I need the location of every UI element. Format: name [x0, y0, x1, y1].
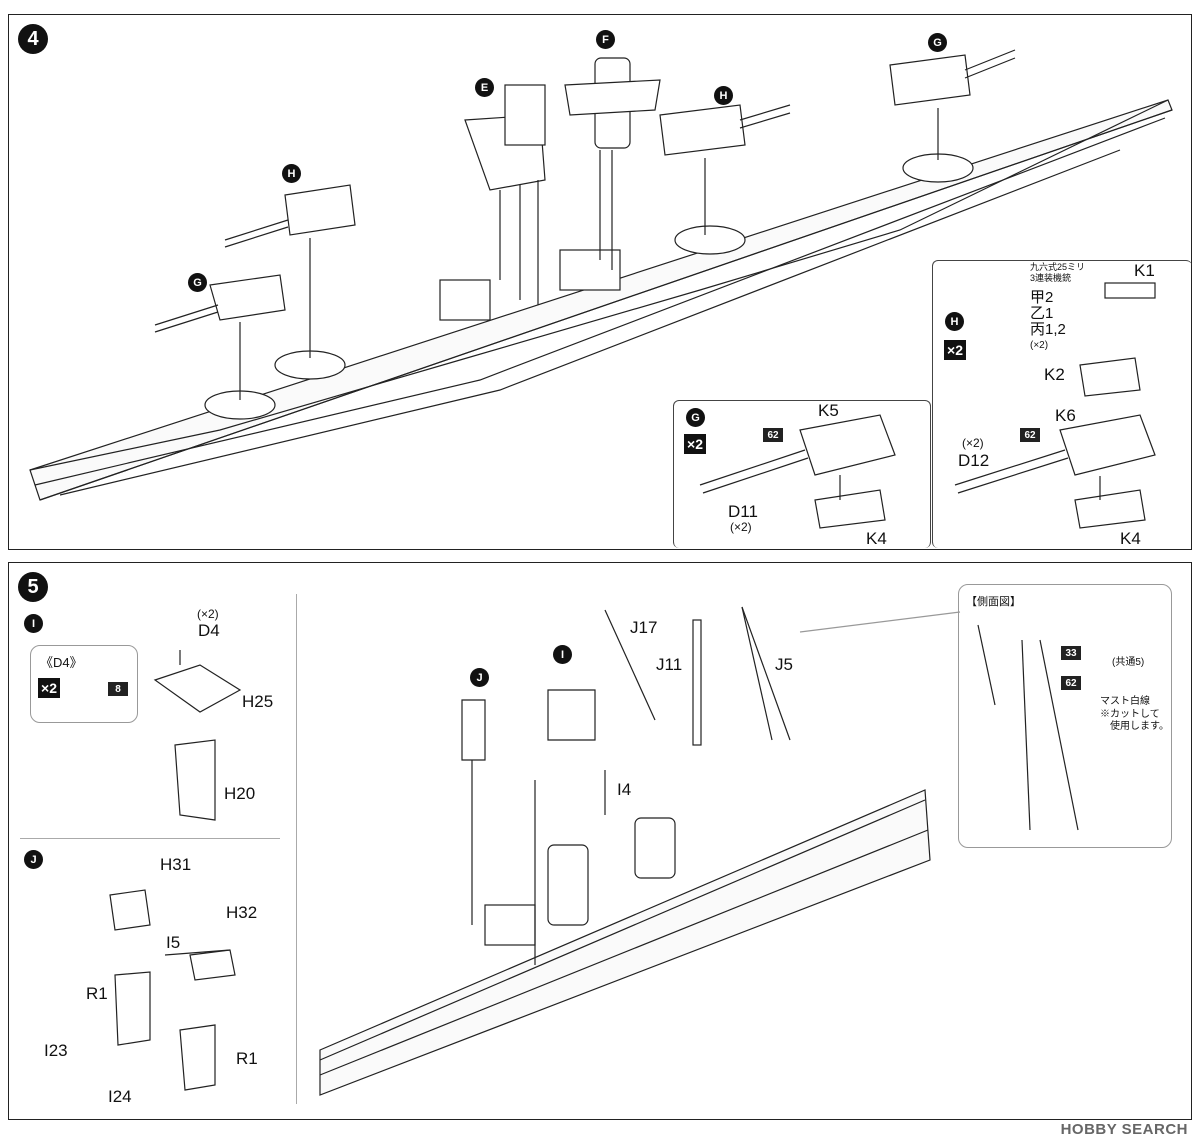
aa-gun-hei: 丙1,2	[1030, 321, 1066, 338]
detail-box-h	[932, 260, 1192, 548]
battleship-hull-step4	[29, 99, 1173, 501]
step5-divider-mid	[20, 838, 280, 839]
side-view-title: 【側面図】	[966, 596, 1021, 608]
aa-gun-qty: (×2)	[1030, 340, 1049, 351]
step-5-badge: 5	[18, 572, 48, 602]
paint-8: 8	[108, 682, 128, 696]
label-i23: I23	[44, 1041, 68, 1060]
battleship-hull-step5	[319, 789, 931, 1096]
label-d4: D4	[198, 621, 220, 640]
qty-x2-d4: ×2	[38, 678, 60, 698]
side-view-common: (共通5)	[1112, 657, 1145, 668]
qty-x2-g: ×2	[684, 434, 706, 454]
aa-gun-ko: 甲2	[1030, 289, 1054, 306]
paint-62-g: 62	[763, 428, 783, 442]
step4-frame	[8, 14, 1192, 550]
label-r1-a: R1	[86, 984, 108, 1003]
side-view-box	[958, 584, 1172, 848]
detail-g	[699, 414, 896, 529]
funnel-f	[564, 57, 661, 270]
sub-assemblies-step5	[109, 650, 242, 1091]
label-j5: J5	[775, 655, 793, 674]
side-view-mast	[799, 611, 1079, 831]
side-view-cut2: 使用します。	[1110, 721, 1169, 732]
part-marker-j-main: J	[470, 668, 489, 687]
aa-gun-otsu: 乙1	[1030, 305, 1054, 322]
label-d11: D11	[728, 502, 758, 521]
turret-g-fwd	[889, 49, 1016, 160]
label-i24: I24	[108, 1087, 132, 1106]
masts-step5	[461, 606, 791, 965]
part-marker-i-sub: I	[24, 614, 43, 633]
part-marker-g-aft: G	[188, 273, 207, 292]
label-i4: I4	[617, 780, 632, 799]
label-k4-h: K4	[1120, 529, 1141, 548]
label-d12: D12	[958, 451, 990, 470]
label-d12-qty: (×2)	[962, 436, 984, 450]
side-view-cut1: ※カットして	[1100, 709, 1160, 720]
label-h32: H32	[226, 903, 258, 922]
part-marker-h-fwd: H	[714, 86, 733, 105]
label-j17: J17	[630, 618, 658, 637]
label-k2: K2	[1044, 365, 1065, 384]
turret-g-aft	[154, 274, 286, 400]
label-k1: K1	[1134, 261, 1155, 280]
bridge-e	[464, 84, 546, 305]
detail-box-g	[673, 400, 931, 548]
step5-divider-left	[296, 594, 297, 1104]
part-marker-f: F	[596, 30, 615, 49]
aa-gun-line2: 3連装機銃	[1030, 273, 1072, 283]
turret-h-fwd	[659, 104, 791, 235]
turret-h-aft	[224, 184, 356, 358]
part-marker-g-detail: G	[686, 408, 705, 427]
d4-qty: (×2)	[197, 607, 219, 621]
label-r1-b: R1	[236, 1049, 258, 1068]
detail-h	[954, 282, 1156, 529]
aa-gun-line1: 九六式25ミリ	[1030, 262, 1086, 272]
side-view-mast-line: マスト白線	[1100, 696, 1150, 707]
qty-x2-h: ×2	[944, 340, 966, 360]
part-marker-i-main: I	[553, 645, 572, 664]
label-d11-qty: (×2)	[730, 520, 752, 534]
part-marker-j-sub: J	[24, 850, 43, 869]
label-h25: H25	[242, 692, 274, 711]
part-marker-e: E	[475, 78, 494, 97]
step-4-badge: 4	[18, 24, 48, 54]
paint-33: 33	[1061, 646, 1081, 660]
label-i5: I5	[166, 933, 181, 952]
paint-62-side: 62	[1061, 676, 1081, 690]
label-k6: K6	[1055, 406, 1076, 425]
step5-frame	[8, 562, 1192, 1120]
part-marker-h-aft: H	[282, 164, 301, 183]
label-h31: H31	[160, 855, 192, 874]
d4-note-box	[30, 645, 138, 723]
part-marker-h-detail: H	[945, 312, 964, 331]
label-j11: J11	[656, 655, 683, 674]
label-k5: K5	[818, 401, 839, 420]
label-h20: H20	[224, 784, 256, 803]
d4-note-label: 《D4》	[40, 655, 83, 670]
part-marker-g-fwd: G	[928, 33, 947, 52]
paint-62-h: 62	[1020, 428, 1040, 442]
watermark: HOBBY SEARCH	[1060, 1121, 1188, 1138]
label-k4-g: K4	[866, 529, 887, 548]
